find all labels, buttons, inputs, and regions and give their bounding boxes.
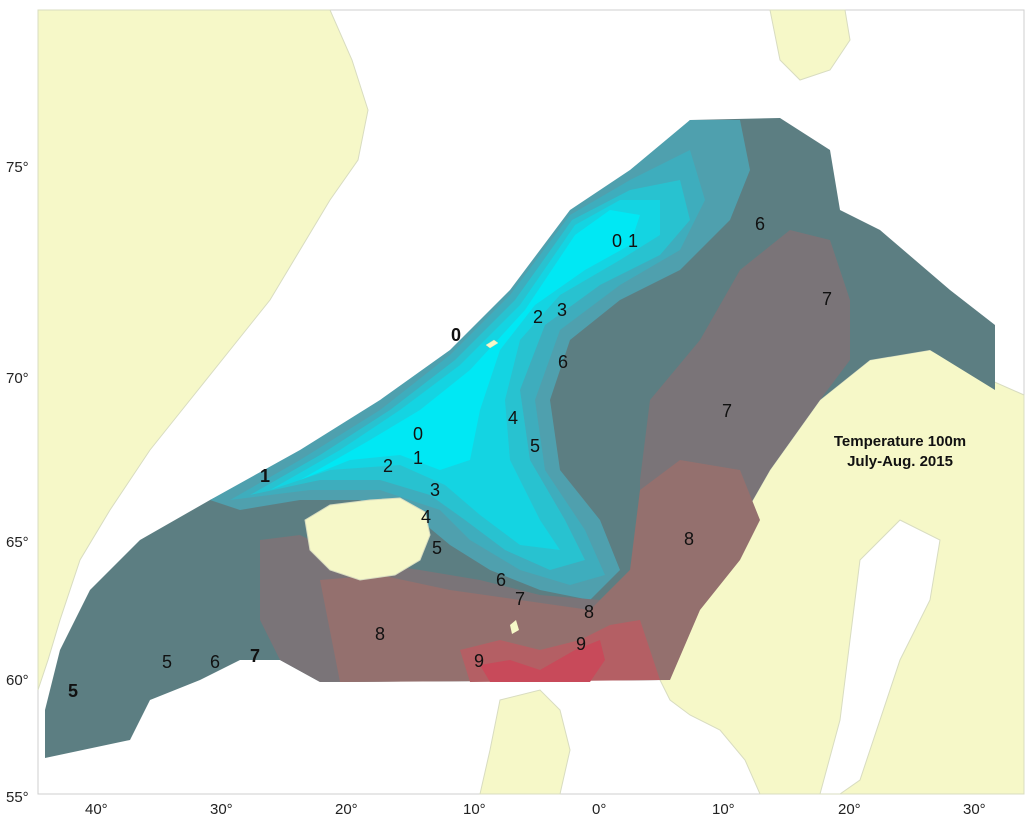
temp-band-8 bbox=[320, 460, 760, 682]
contour-label: 2 bbox=[533, 307, 543, 327]
contour-label: 9 bbox=[474, 651, 484, 671]
contour-label: 7 bbox=[250, 646, 260, 666]
lon-tick-20e: 20° bbox=[838, 801, 861, 818]
contour-label: 7 bbox=[822, 289, 832, 309]
contour-label: 0 bbox=[612, 231, 622, 251]
contour-label: 1 bbox=[260, 466, 270, 486]
contour-label: 8 bbox=[375, 624, 385, 644]
lat-tick-55: 55° bbox=[6, 789, 29, 806]
contour-label: 0 bbox=[413, 424, 423, 444]
contour-label: 2 bbox=[383, 456, 393, 476]
contour-label: 5 bbox=[432, 538, 442, 558]
lat-tick-65: 65° bbox=[6, 534, 29, 551]
greenland-land bbox=[37, 9, 369, 691]
contour-label: 8 bbox=[584, 602, 594, 622]
temp-band-hot bbox=[480, 640, 605, 682]
lon-tick-0: 0° bbox=[592, 801, 606, 818]
faroe-land bbox=[510, 620, 519, 634]
lon-tick-30w: 30° bbox=[210, 801, 233, 818]
uk-land bbox=[479, 689, 571, 795]
contour-label: 5 bbox=[68, 681, 78, 701]
iceland-land bbox=[304, 497, 431, 581]
contour-label: 6 bbox=[210, 652, 220, 672]
lon-tick-40w: 40° bbox=[85, 801, 108, 818]
lon-tick-10w: 10° bbox=[463, 801, 486, 818]
contour-label: 3 bbox=[430, 480, 440, 500]
contour-label: 4 bbox=[421, 507, 431, 527]
contour-label: 3 bbox=[557, 300, 567, 320]
map-title-line2: July-Aug. 2015 bbox=[847, 453, 953, 470]
contour-label: 7 bbox=[722, 401, 732, 421]
jan-mayen-land bbox=[485, 339, 499, 349]
temp-band-0 bbox=[300, 210, 640, 480]
contour-label: 9 bbox=[576, 634, 586, 654]
contour-label: 6 bbox=[496, 570, 506, 590]
lon-tick-20w: 20° bbox=[335, 801, 358, 818]
contour-label: 4 bbox=[508, 408, 518, 428]
contour-label: 6 bbox=[755, 214, 765, 234]
contour-label: 1 bbox=[413, 448, 423, 468]
contour-label: 6 bbox=[558, 352, 568, 372]
lon-tick-30e: 30° bbox=[963, 801, 986, 818]
svalbard-land bbox=[769, 9, 851, 81]
lat-tick-60: 60° bbox=[6, 672, 29, 689]
contour-label: 5 bbox=[530, 436, 540, 456]
baltic-sea bbox=[819, 519, 941, 795]
contour-label: 0 bbox=[451, 325, 461, 345]
lon-tick-10e: 10° bbox=[712, 801, 735, 818]
map-title-line1: Temperature 100m bbox=[834, 433, 966, 450]
lat-tick-75: 75° bbox=[6, 159, 29, 176]
contour-label: 5 bbox=[162, 652, 172, 672]
lat-tick-70: 70° bbox=[6, 370, 29, 387]
contour-label: 1 bbox=[628, 231, 638, 251]
contour-label: 8 bbox=[684, 529, 694, 549]
contour-label: 7 bbox=[515, 589, 525, 609]
